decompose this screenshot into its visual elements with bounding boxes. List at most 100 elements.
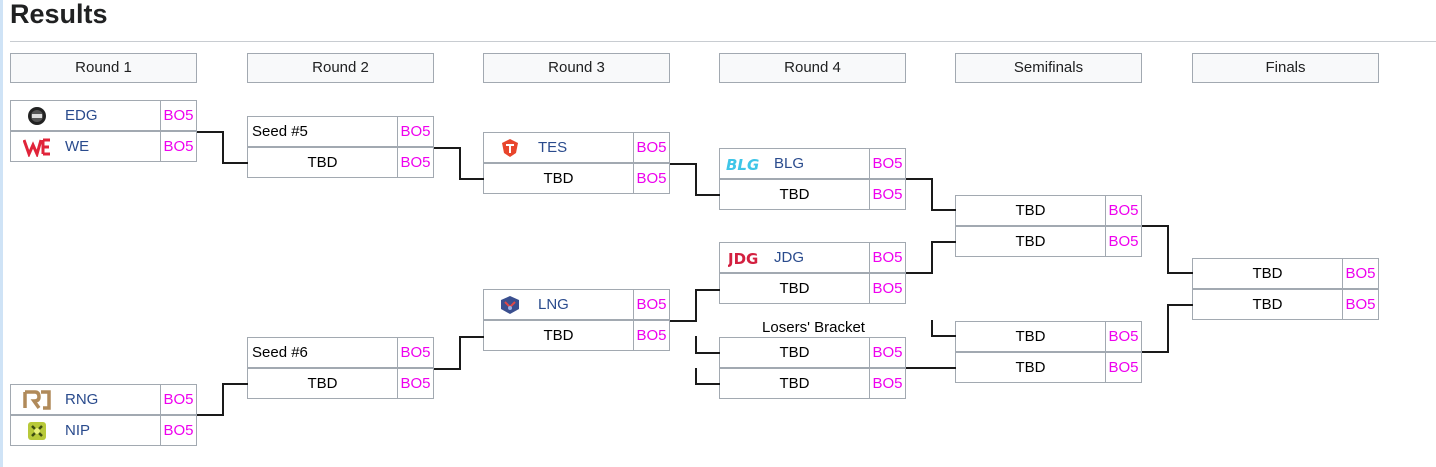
team-cell: TBD bbox=[956, 353, 1106, 382]
team-cell: TES bbox=[484, 133, 634, 162]
team-cell: TBD bbox=[720, 180, 870, 209]
bracket-slot: TBD BO5 bbox=[483, 163, 670, 194]
team-link[interactable]: LNG bbox=[538, 296, 569, 313]
score-cell: BO5 bbox=[636, 139, 667, 156]
team-cell: EDG bbox=[11, 101, 161, 130]
team-link[interactable]: TES bbox=[538, 139, 568, 156]
bracket-connector bbox=[434, 368, 460, 370]
page-left-border bbox=[0, 0, 3, 467]
bracket-slot: TBD BO5 bbox=[719, 337, 906, 368]
team-cell: WE bbox=[11, 132, 161, 161]
bracket-slot: RNG BO5 bbox=[10, 384, 197, 415]
rng-logo-icon[interactable] bbox=[23, 390, 51, 410]
team-link[interactable]: EDG bbox=[65, 107, 98, 124]
round-header-finals: Finals bbox=[1192, 53, 1379, 83]
bracket-connector bbox=[222, 383, 224, 416]
bracket-connector bbox=[931, 209, 956, 211]
bracket-slot: TBD BO5 bbox=[955, 195, 1142, 226]
bracket-connector bbox=[1167, 225, 1169, 273]
bracket-connector bbox=[695, 194, 720, 196]
title-divider bbox=[10, 41, 1436, 42]
team-cell: TBD bbox=[248, 148, 398, 177]
bracket-connector bbox=[222, 131, 224, 164]
score-cell: BO5 bbox=[1108, 202, 1139, 219]
bracket-slot: Seed #5 BO5 bbox=[247, 116, 434, 147]
page-title: Results bbox=[10, 0, 108, 29]
bracket-slot: TBD BO5 bbox=[483, 320, 670, 351]
team-cell: TBD bbox=[484, 321, 634, 350]
team-cell: NIP bbox=[11, 416, 161, 445]
bracket-connector bbox=[906, 272, 932, 274]
edg-logo-icon[interactable] bbox=[23, 106, 51, 126]
svg-text:BLG: BLG bbox=[726, 156, 759, 174]
blg-logo-icon[interactable]: BLG bbox=[726, 154, 766, 174]
team-cell: TBD bbox=[720, 274, 870, 303]
team-cell: Seed #6 bbox=[248, 338, 398, 367]
score-cell: BO5 bbox=[163, 107, 194, 124]
score-cell: BO5 bbox=[163, 391, 194, 408]
bracket-connector bbox=[931, 320, 933, 337]
bracket-connector bbox=[695, 336, 697, 353]
team-cell: TBD bbox=[956, 322, 1106, 351]
bracket-connector bbox=[695, 289, 697, 322]
seed-label: Seed #5 bbox=[252, 123, 308, 140]
svg-text:JDG: JDG bbox=[728, 250, 758, 268]
bracket-slot: TBD BO5 bbox=[955, 226, 1142, 257]
we-logo-icon[interactable] bbox=[23, 137, 51, 157]
bracket-connector bbox=[459, 147, 461, 180]
bracket-slot: WE BO5 bbox=[10, 131, 197, 162]
jdg-logo-icon[interactable]: JDG bbox=[728, 248, 764, 268]
nip-logo-icon[interactable] bbox=[23, 421, 51, 441]
bracket-slot: BLG BLG BO5 bbox=[719, 148, 906, 179]
bracket-slot: TBD BO5 bbox=[1192, 258, 1379, 289]
team-cell: TBD bbox=[956, 227, 1106, 256]
bracket-connector bbox=[906, 178, 932, 180]
bracket-connector bbox=[931, 335, 956, 337]
score-cell: BO5 bbox=[872, 280, 903, 297]
team-link[interactable]: NIP bbox=[65, 422, 91, 439]
team-cell: TBD bbox=[720, 369, 870, 398]
bracket-connector bbox=[459, 178, 484, 180]
team-cell: RNG bbox=[11, 385, 161, 414]
score-cell: BO5 bbox=[163, 422, 194, 439]
bracket-connector bbox=[434, 147, 460, 149]
round-header-1: Round 1 bbox=[10, 53, 197, 83]
team-link[interactable]: BLG bbox=[774, 155, 805, 172]
bracket-connector bbox=[931, 241, 933, 274]
bracket-connector bbox=[222, 383, 248, 385]
score-cell: BO5 bbox=[872, 186, 903, 203]
team-cell: JDG JDG bbox=[720, 243, 870, 272]
bracket-slot: TES BO5 bbox=[483, 132, 670, 163]
score-cell: BO5 bbox=[636, 170, 667, 187]
score-cell: BO5 bbox=[400, 154, 431, 171]
bracket-slot: TBD BO5 bbox=[247, 147, 434, 178]
bracket-connector bbox=[197, 131, 223, 133]
score-cell: BO5 bbox=[1108, 359, 1139, 376]
score-cell: BO5 bbox=[400, 375, 431, 392]
bracket-connector bbox=[695, 383, 720, 385]
team-link[interactable]: RNG bbox=[65, 391, 99, 408]
bracket-connector bbox=[1167, 304, 1193, 306]
bracket-slot: LNG BO5 bbox=[483, 289, 670, 320]
bracket-slot: NIP BO5 bbox=[10, 415, 197, 446]
bracket-connector bbox=[670, 320, 696, 322]
score-cell: BO5 bbox=[872, 344, 903, 361]
losers-bracket-label: Losers' Bracket bbox=[762, 319, 865, 336]
team-link[interactable]: JDG bbox=[774, 249, 804, 266]
bracket-connector bbox=[695, 163, 697, 196]
bracket-connector bbox=[222, 162, 248, 164]
lng-logo-icon[interactable] bbox=[496, 295, 524, 315]
team-link[interactable]: WE bbox=[65, 138, 90, 155]
bracket-slot: EDG BO5 bbox=[10, 100, 197, 131]
tes-logo-icon[interactable] bbox=[496, 138, 524, 158]
round-header-3: Round 3 bbox=[483, 53, 670, 83]
bracket-slot: Seed #6 BO5 bbox=[247, 337, 434, 368]
round-header-4: Round 4 bbox=[719, 53, 906, 83]
bracket-slot: TBD BO5 bbox=[955, 321, 1142, 352]
bracket-connector bbox=[695, 368, 697, 385]
score-cell: BO5 bbox=[872, 249, 903, 266]
bracket-connector bbox=[1142, 225, 1168, 227]
bracket-connector bbox=[931, 178, 933, 211]
round-header-semifinals: Semifinals bbox=[955, 53, 1142, 83]
team-cell: TBD bbox=[1193, 259, 1343, 288]
